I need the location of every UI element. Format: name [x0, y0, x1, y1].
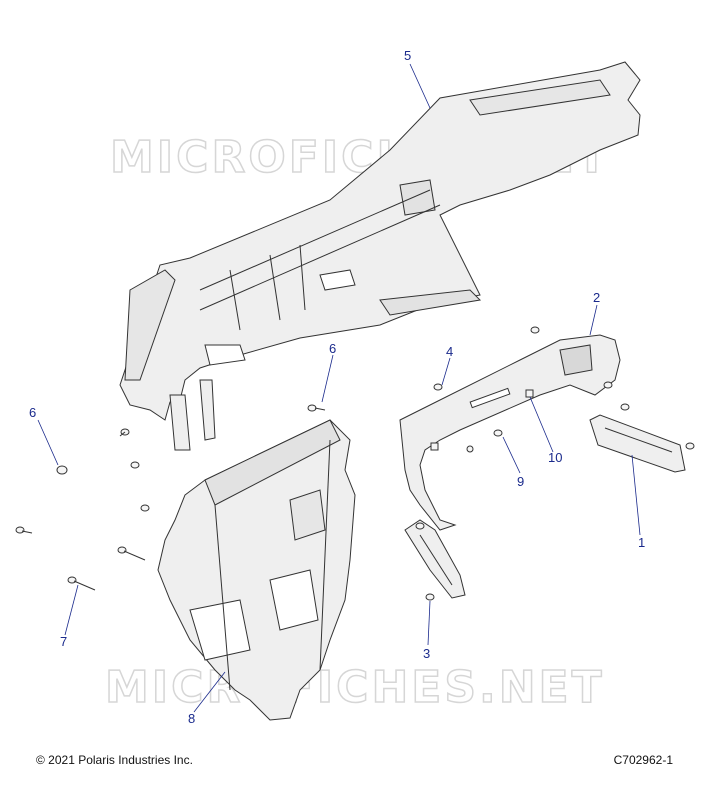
- fastener-4: [433, 383, 443, 391]
- part-2-bracket: [399, 334, 621, 531]
- fastener-right-a: [603, 381, 613, 389]
- fastener-bolt-a: [119, 428, 130, 437]
- fastener-washer: [415, 522, 425, 530]
- fastener-mid: [466, 445, 474, 453]
- drawing-number: C702962-1: [613, 753, 673, 767]
- callout-1: 1: [638, 535, 645, 550]
- fasteners: [15, 326, 695, 601]
- callout-6-top: 6: [329, 341, 336, 356]
- callout-8: 8: [188, 711, 195, 726]
- callout-4: 4: [446, 344, 453, 359]
- callout-7: 7: [60, 634, 67, 649]
- callout-3: 3: [423, 646, 430, 661]
- fastener-clip-10: [525, 389, 534, 398]
- fastener-right-b: [620, 403, 630, 411]
- fastener-2-top: [530, 326, 540, 334]
- fastener-9: [493, 429, 503, 437]
- part-1-side-bracket: [589, 414, 686, 473]
- fastener-6-top: [307, 404, 326, 412]
- fastener-bolt-b: [130, 461, 140, 469]
- callout-2: 2: [593, 290, 600, 305]
- fastener-bolt-c: [140, 504, 150, 512]
- fastener-bolt-left: [15, 526, 33, 534]
- callout-10: 10: [548, 450, 562, 465]
- fastener-3: [425, 593, 435, 601]
- fastener-long-bolt-a: [117, 546, 146, 561]
- leader-lines: [37, 63, 641, 713]
- part-3-small-bracket: [404, 519, 466, 599]
- part-8-lower-panel: [157, 419, 356, 721]
- fastener-long-bolt-7: [67, 576, 96, 591]
- copyright-text: © 2021 Polaris Industries Inc.: [36, 753, 193, 767]
- watermark-bottom: MICROFICHES.NET: [105, 662, 605, 713]
- fastener-right-c: [685, 442, 695, 450]
- part-5-upper-panel: [119, 61, 641, 451]
- callout-9: 9: [517, 474, 524, 489]
- callout-5: 5: [404, 48, 411, 63]
- callout-6-left: 6: [29, 405, 36, 420]
- fastener-6-left: [56, 465, 68, 475]
- fastener-clip-b: [430, 442, 439, 451]
